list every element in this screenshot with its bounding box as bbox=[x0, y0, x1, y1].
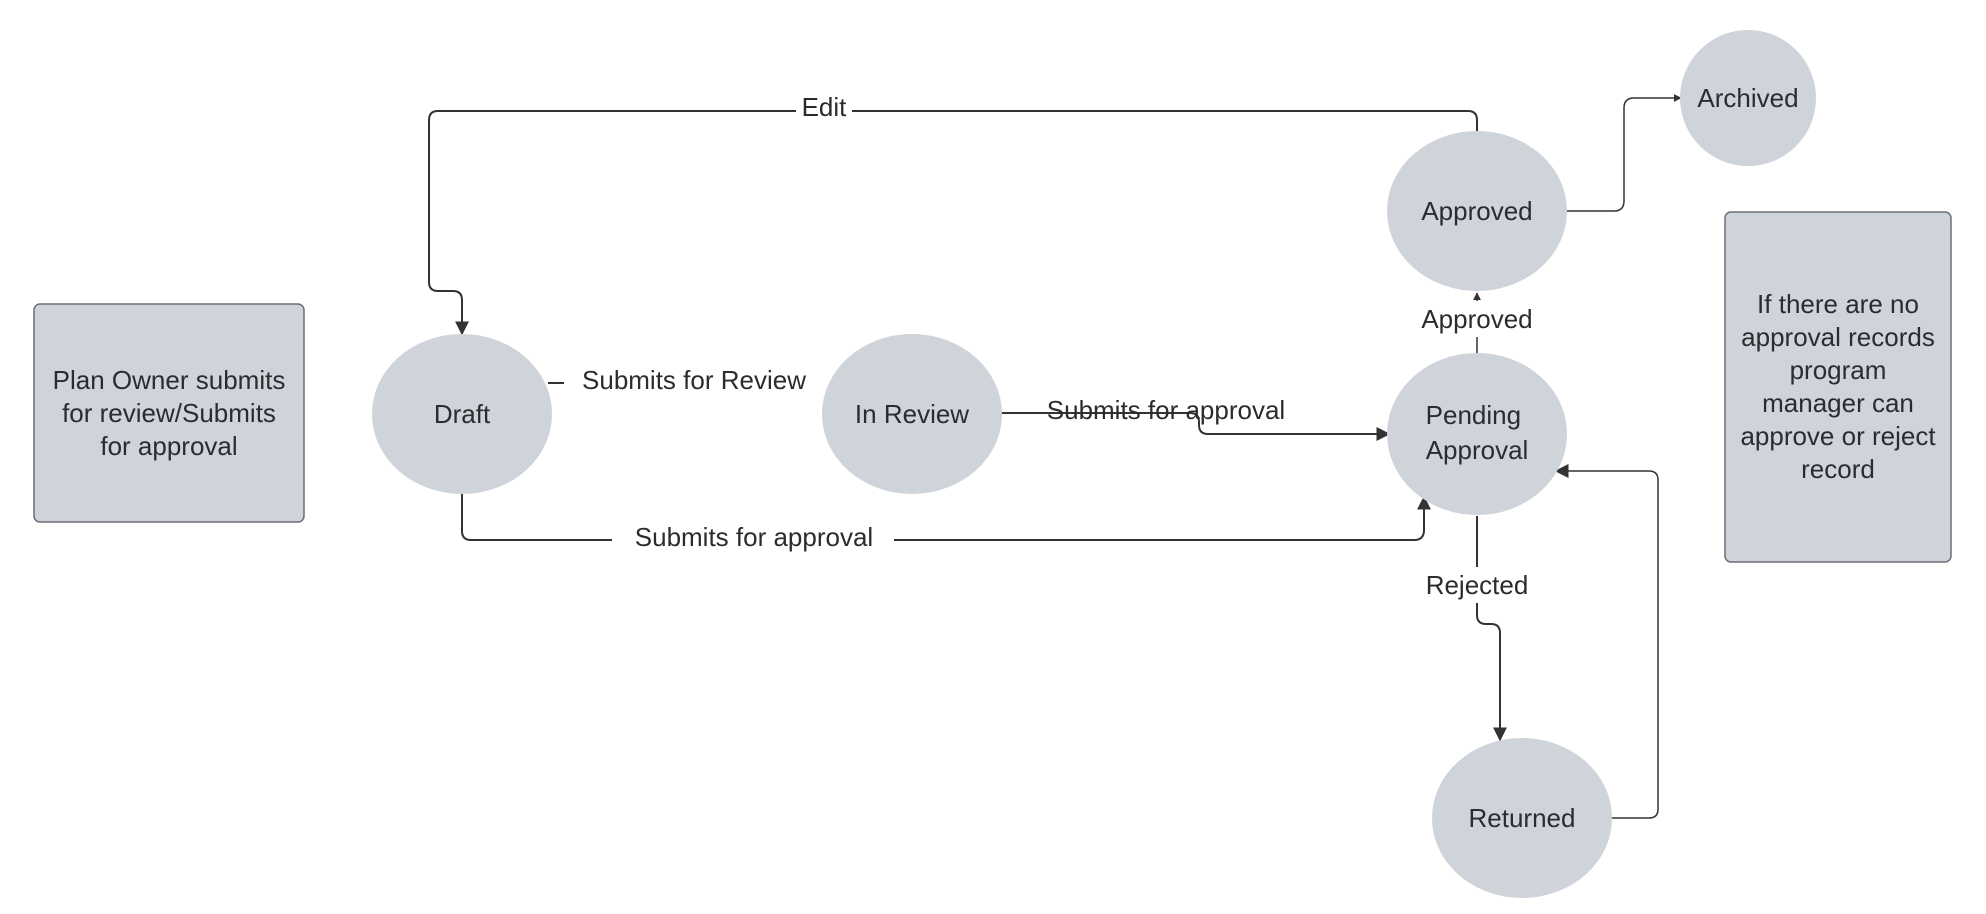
approval-records-note: If there are no approval records program… bbox=[1740, 289, 1936, 484]
resubmit-edge bbox=[1554, 464, 1659, 819]
state-approved[interactable]: Approved bbox=[1387, 131, 1567, 291]
state-draft-label: Draft bbox=[434, 399, 491, 429]
edit-edge bbox=[428, 110, 1478, 336]
submits-for-approval-review-label: Submits for approval bbox=[1047, 395, 1285, 425]
plan-owner-note-box bbox=[33, 303, 305, 523]
rejected-label: Rejected bbox=[1426, 570, 1529, 600]
state-returned-label: Returned bbox=[1469, 803, 1576, 833]
state-archived[interactable]: Archived bbox=[1680, 30, 1816, 166]
state-pending-approval-line-2: Approval bbox=[1426, 435, 1529, 465]
submits-for-approval-draft-edge bbox=[461, 494, 1431, 541]
submits-for-approval-review-edge bbox=[1002, 412, 1391, 441]
state-returned[interactable]: Returned bbox=[1432, 738, 1612, 898]
state-in-review-label: In Review bbox=[855, 399, 969, 429]
approval-records-note-box bbox=[1724, 211, 1952, 563]
state-pending-approval[interactable]: Pending Approval bbox=[1387, 353, 1567, 515]
archive-edge bbox=[1567, 94, 1682, 212]
approved-edge-label: Approved bbox=[1421, 304, 1532, 334]
edit-label: Edit bbox=[802, 92, 848, 122]
state-archived-label: Archived bbox=[1697, 83, 1798, 113]
plan-owner-note: Plan Owner submits for review/Submits fo… bbox=[52, 364, 286, 461]
state-draft[interactable]: Draft bbox=[372, 334, 552, 494]
state-pending-approval-line-1: Pending bbox=[1426, 400, 1521, 430]
submits-for-review-label: Submits for Review bbox=[582, 365, 806, 395]
state-pending-approval-label: Pending Approval bbox=[1426, 400, 1529, 465]
rejected-edge bbox=[1476, 516, 1507, 742]
submits-for-approval-draft-label: Submits for approval bbox=[635, 522, 873, 552]
state-approved-label: Approved bbox=[1421, 196, 1532, 226]
state-in-review[interactable]: In Review bbox=[822, 334, 1002, 494]
